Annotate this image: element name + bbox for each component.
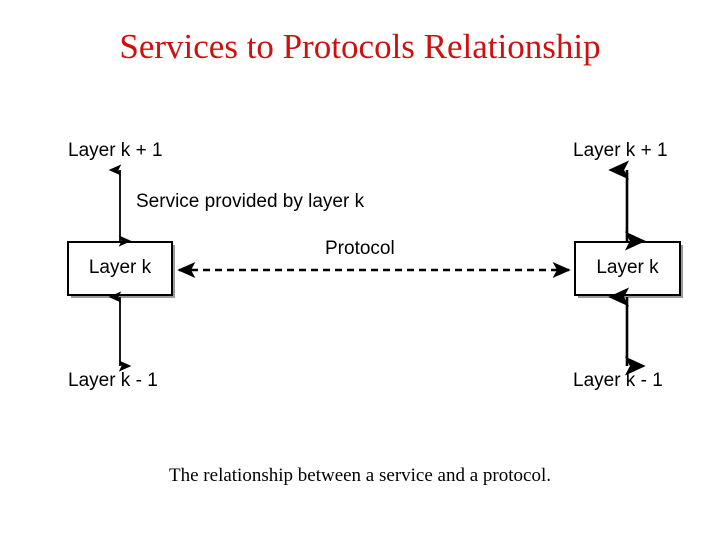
right-layer-box-label: Layer k (596, 257, 659, 278)
page-title: Services to Protocols Relationship (119, 27, 601, 66)
protocol-label: Protocol (325, 238, 395, 259)
left-stack-bottom-label: Layer k - 1 (68, 370, 158, 391)
left-stack-top-label: Layer k + 1 (68, 140, 163, 161)
right-stack-bottom-label: Layer k - 1 (573, 370, 663, 391)
right-stack-top-label: Layer k + 1 (573, 140, 668, 161)
right-layer-box (574, 241, 681, 296)
figure-caption: The relationship between a service and a… (169, 465, 551, 486)
left-layer-box-label: Layer k (88, 257, 152, 278)
service-provided-label: Service provided by layer k (136, 191, 365, 212)
